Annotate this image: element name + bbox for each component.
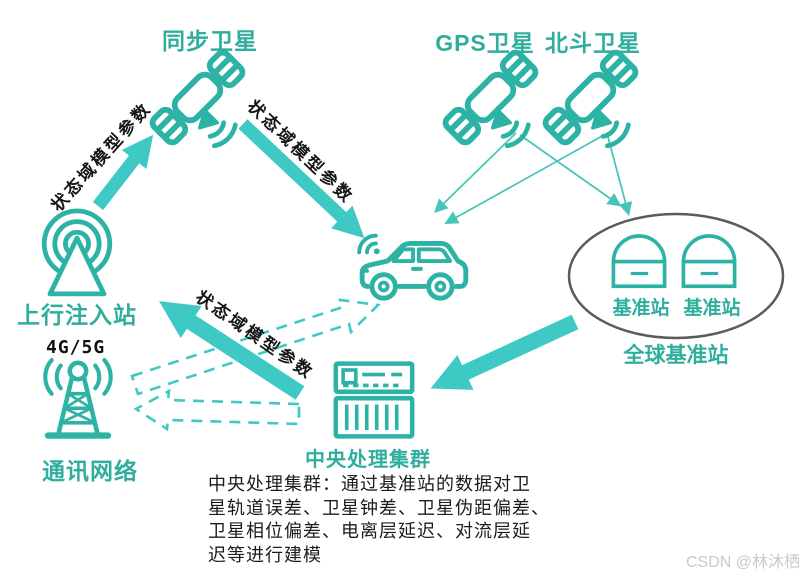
uplink-station-antenna-icon [44,211,110,294]
gps-satellite-icon [443,50,538,146]
sync-satellite-label: 同步卫星 [162,28,258,54]
note-line-2: 星轨道误差、卫星钟差、卫星伪距偏差、 [208,497,550,519]
beidou-satellite-label: 北斗卫星 [545,30,641,56]
arrow-beidou-to-basestations [607,136,633,216]
base-station-label-left: 基准站 [612,298,670,319]
arrow-basestations-to-cluster [430,314,579,390]
arrow-cluster-to-network-dashed [133,388,301,432]
beidou-satellite-icon [543,50,638,146]
base-station-dome-icon-right [681,234,737,289]
note-line-3: 卫星相位偏差、电离层延迟、对流层延 [208,521,531,542]
network-tower-icon [45,360,110,435]
note-line-4: 迟等进行建模 [208,544,322,566]
arrow-beidou-to-vehicle [444,134,605,224]
sync-satellite-icon [150,50,245,146]
arrow-sync-satellite-to-vehicle [238,119,365,239]
gps-satellite-label: GPS卫星 [435,30,535,56]
global-base-stations-ellipse [567,212,785,340]
network-4g5g-label: 4G/5G [46,337,106,358]
uplink-station-label: 上行注入站 [17,302,137,328]
note-line-1: 中央处理集群：通过基准站的数据对卫 [208,474,531,495]
watermark: CSDN @林沐栖 [685,554,800,571]
processing-cluster-label: 中央处理集群 [305,449,431,471]
processing-cluster-server-icon [336,364,412,437]
arrow-uplink-to-sync-satellite [92,134,154,210]
arrow-gps-to-vehicle [434,132,517,213]
arrow-network-to-vehicle-dashed [130,298,381,396]
note-text: 中央处理集群：通过基准站的数据对卫 星轨道误差、卫星钟差、卫星伪距偏差、 卫星相… [208,473,568,567]
arrow-gps-to-basestations [519,134,622,207]
base-station-label-right: 基准站 [683,298,741,319]
arrow-cluster-to-uplink-station [159,301,305,400]
network-label: 通讯网络 [42,458,138,484]
vehicle-icon [359,236,466,299]
base-station-dome-icon-left [611,234,667,289]
global-base-stations-label: 全球基准站 [623,344,729,367]
